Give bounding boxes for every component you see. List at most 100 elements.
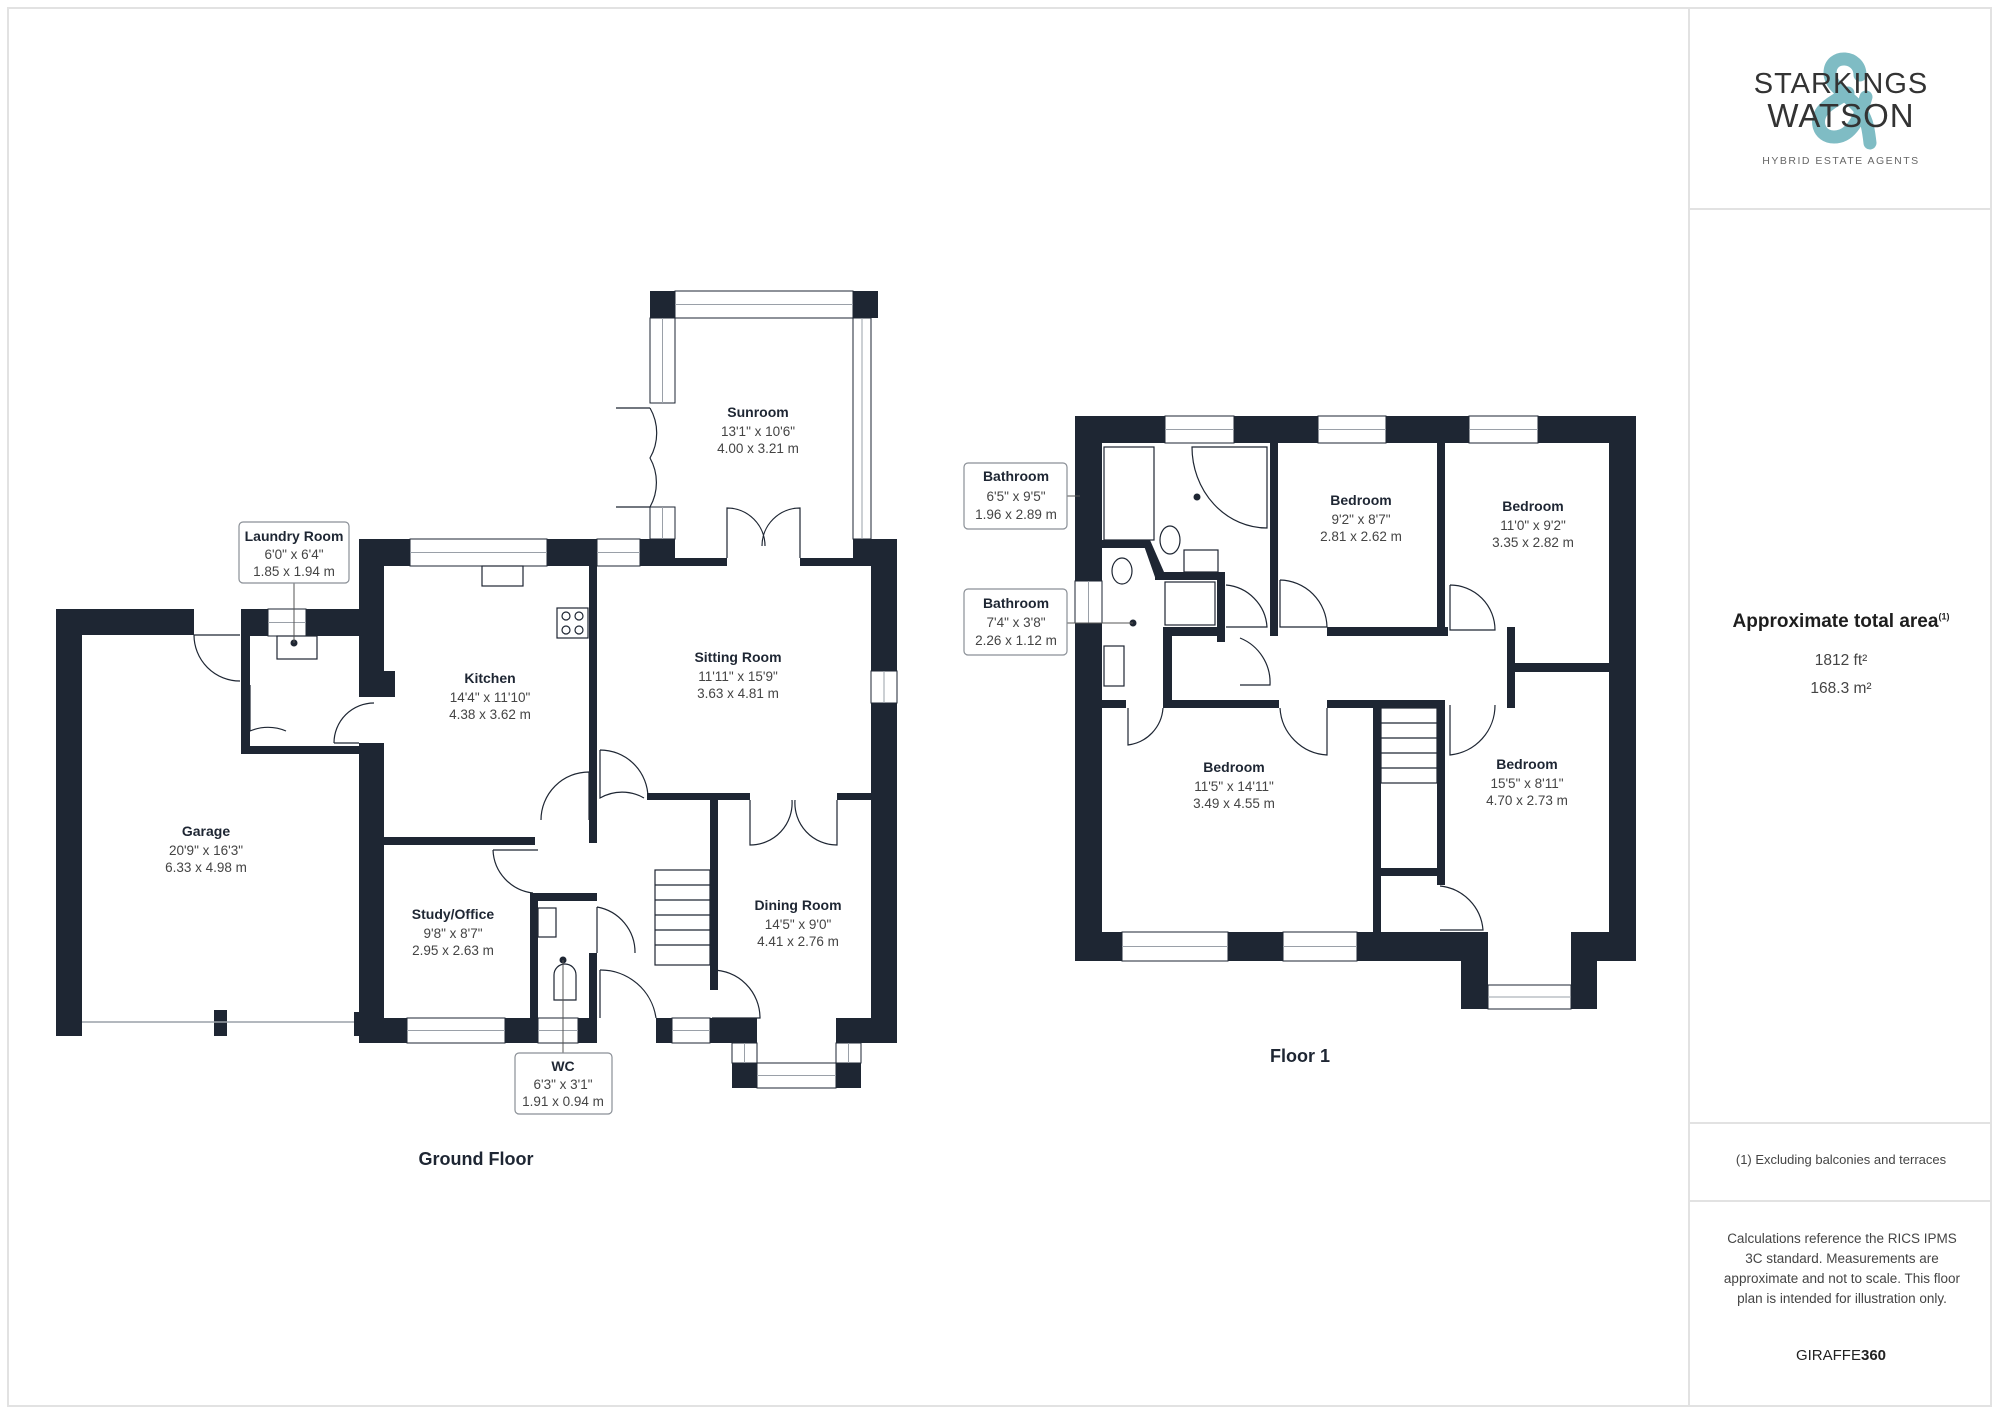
toilet-icon	[553, 963, 577, 1001]
door-bedroom-b	[1449, 584, 1496, 631]
wall	[359, 743, 384, 1043]
bath-icon	[1103, 446, 1155, 541]
window	[537, 1017, 579, 1044]
wall	[56, 609, 82, 1036]
wall	[1075, 623, 1102, 961]
info-panel: STARKINGS WATSON HYBRID ESTATE AGENTS Ap…	[1688, 7, 1992, 1407]
wall	[589, 953, 597, 1043]
room-label-study: Study/Office 9'8" x 8'7" 2.95 x 2.63 m	[412, 906, 495, 958]
wall	[1270, 443, 1278, 636]
svg-text:14'4" x 11'10": 14'4" x 11'10"	[450, 690, 531, 705]
wall	[1075, 932, 1122, 961]
wall	[1571, 932, 1636, 961]
logo-line-2: WATSON	[1767, 97, 1915, 134]
windows	[82, 290, 1572, 1089]
svg-text:Study/Office: Study/Office	[412, 906, 495, 922]
svg-text:13'1" x 10'6": 13'1" x 10'6"	[721, 424, 795, 439]
room-label-dining-room: Dining Room 14'5" x 9'0" 4.41 x 2.76 m	[754, 897, 841, 949]
svg-text:3.35 x 2.82 m: 3.35 x 2.82 m	[1492, 535, 1574, 550]
footnote-section: (1) Excluding balconies and terraces	[1690, 1122, 1992, 1202]
svg-text:1.91 x 0.94 m: 1.91 x 0.94 m	[522, 1094, 604, 1109]
window	[406, 1017, 506, 1044]
svg-text:6'5" x 9'5": 6'5" x 9'5"	[986, 489, 1045, 504]
wall	[836, 1018, 897, 1043]
wall	[647, 793, 750, 800]
floor-label-floor-1: Floor 1	[1270, 1046, 1330, 1066]
stairs-floor1	[1380, 707, 1438, 784]
wall	[1357, 932, 1488, 961]
basin-icon	[1103, 645, 1125, 687]
door-laundry-garage	[249, 685, 287, 732]
shower-icon	[1191, 446, 1268, 529]
floor-label-ground: Ground Floor	[419, 1149, 534, 1169]
wall	[535, 893, 597, 901]
shower-tray-icon	[1164, 581, 1216, 626]
laundry-sink-icon	[276, 635, 318, 660]
wall	[214, 1010, 227, 1036]
svg-text:2.81 x 2.62 m: 2.81 x 2.62 m	[1320, 529, 1402, 544]
wall	[1437, 700, 1445, 885]
svg-text:Sunroom: Sunroom	[727, 404, 788, 420]
window	[1468, 415, 1539, 444]
wall	[1234, 416, 1318, 443]
footnote-text: (1) Excluding balconies and terraces	[1735, 1152, 1947, 1167]
wall	[1327, 700, 1440, 708]
svg-text:Bedroom: Bedroom	[1496, 756, 1557, 772]
wall	[1507, 663, 1609, 672]
svg-text:3.63 x 4.81 m: 3.63 x 4.81 m	[697, 686, 779, 701]
basin-icon	[1183, 549, 1219, 573]
door-front	[599, 969, 657, 1019]
page-frame	[7, 7, 1992, 1407]
door-garage-laundry	[193, 634, 241, 682]
svg-text:11'5" x 14'11": 11'5" x 14'11"	[1194, 779, 1274, 794]
wall	[1163, 627, 1172, 708]
door-bathroom-a	[1225, 584, 1268, 628]
svg-text:WC: WC	[551, 1058, 574, 1074]
wall	[1381, 868, 1437, 876]
wall	[1155, 572, 1225, 580]
room-label-laundry: Laundry Room 6'0" x 6'4" 1.85 x 1.94 m	[238, 521, 350, 584]
wall	[56, 609, 194, 635]
window	[674, 290, 854, 319]
door-kitchen-hall	[540, 771, 590, 821]
wall	[1609, 416, 1636, 961]
wall	[1373, 700, 1381, 932]
svg-text:4.70 x 2.73 m: 4.70 x 2.73 m	[1486, 793, 1568, 808]
wall	[530, 893, 538, 1043]
wall	[1075, 416, 1102, 581]
wall	[732, 1063, 757, 1088]
wall	[640, 539, 675, 566]
wall	[359, 539, 410, 566]
wall	[1142, 540, 1164, 580]
wall	[650, 291, 675, 318]
svg-text:20'9" x 16'3": 20'9" x 16'3"	[169, 843, 243, 858]
walls	[56, 291, 1636, 1088]
svg-text:1.96 x 2.89 m: 1.96 x 2.89 m	[975, 507, 1057, 522]
wall	[241, 746, 364, 754]
window	[835, 1042, 862, 1064]
svg-text:Bedroom: Bedroom	[1502, 498, 1563, 514]
door-bedroom-a	[1279, 579, 1328, 628]
svg-text:Laundry Room: Laundry Room	[245, 528, 344, 544]
window	[870, 670, 898, 704]
svg-text:Bathroom: Bathroom	[983, 595, 1049, 611]
doors	[193, 407, 1496, 1019]
svg-text:11'0" x 9'2": 11'0" x 9'2"	[1500, 518, 1566, 533]
wall	[1102, 540, 1150, 548]
window	[596, 538, 641, 567]
window	[1282, 931, 1358, 962]
svg-text:7'4" x 3'8": 7'4" x 3'8"	[986, 615, 1045, 630]
door-bathroom-b	[1127, 707, 1164, 746]
pointer-dot	[1193, 493, 1201, 501]
svg-text:2.26 x 1.12 m: 2.26 x 1.12 m	[975, 633, 1057, 648]
sitting-french-doors	[726, 507, 801, 558]
sitting-dining-french-doors	[749, 799, 838, 846]
svg-text:Bedroom: Bedroom	[1203, 759, 1264, 775]
window	[756, 1062, 837, 1089]
door-wc	[596, 906, 636, 954]
door-bedroom-c	[1279, 707, 1328, 756]
room-label-sunroom: Sunroom 13'1" x 10'6" 4.00 x 3.21 m	[717, 404, 799, 456]
window	[267, 608, 307, 637]
wall	[505, 1018, 538, 1043]
room-label-bathroom-a: Bathroom 6'5" x 9'5" 1.96 x 2.89 m	[963, 462, 1068, 530]
